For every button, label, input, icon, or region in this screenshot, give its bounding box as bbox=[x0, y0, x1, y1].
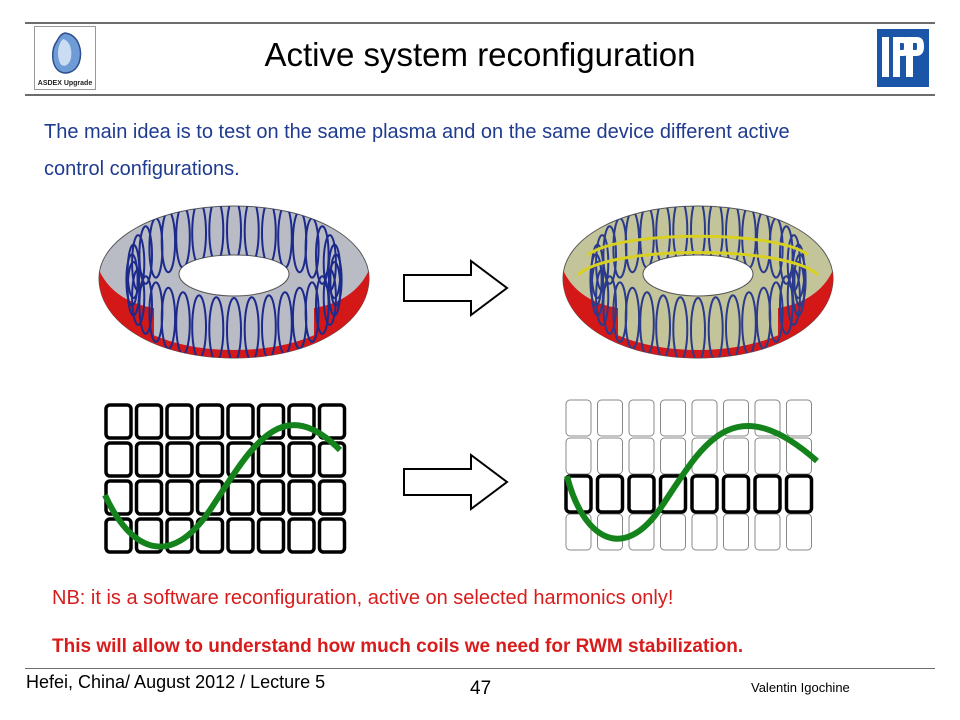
slide-title: Active system reconfiguration bbox=[264, 36, 696, 73]
asdex-upgrade-logo: ASDEX Upgrade bbox=[34, 26, 96, 90]
intro-line-1: The main idea is to test on the same pla… bbox=[44, 121, 790, 143]
coil-grid-full bbox=[102, 403, 347, 554]
header-top-rule bbox=[25, 22, 935, 24]
footer-venue: Hefei, China/ August 2012 / Lecture 5 bbox=[26, 672, 326, 692]
arrow-right-icon bbox=[403, 453, 509, 511]
arrow-right-icon bbox=[403, 259, 509, 317]
intro-line-2: control configurations. bbox=[44, 158, 240, 180]
note-text: NB: it is a software reconfiguration, ac… bbox=[52, 587, 674, 609]
sine-wave bbox=[102, 422, 343, 550]
conclusion-text: This will allow to understand how much c… bbox=[52, 636, 744, 657]
torus-yellow-coils-image bbox=[562, 205, 834, 359]
sine-wave bbox=[564, 423, 819, 542]
footer-rule bbox=[25, 668, 935, 669]
page-number: 47 bbox=[470, 678, 492, 699]
coil-grid-reduced bbox=[564, 399, 819, 551]
asdex-logo-caption: ASDEX Upgrade bbox=[37, 80, 93, 87]
footer-author: Valentin Igochine bbox=[751, 680, 850, 695]
header-bottom-rule bbox=[25, 94, 935, 96]
ipp-logo bbox=[877, 29, 929, 87]
torus-blue-coils-image bbox=[98, 205, 370, 359]
